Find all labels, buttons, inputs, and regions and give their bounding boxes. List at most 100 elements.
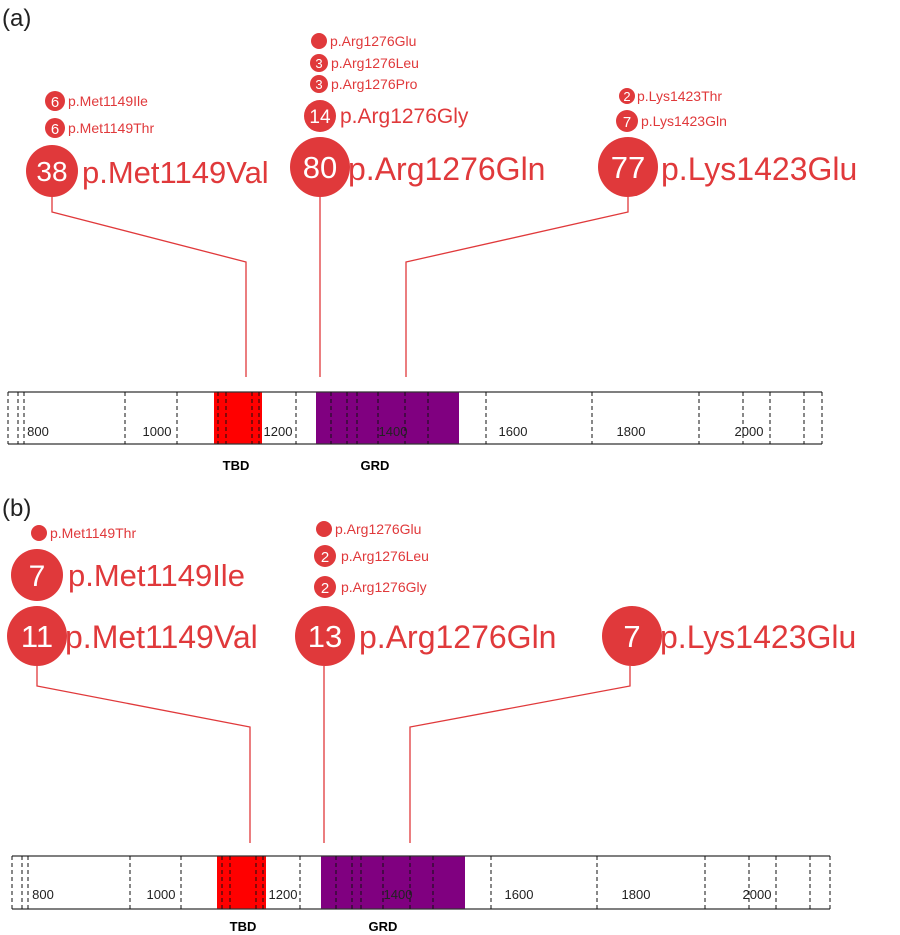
mutation-label: p.Met1149Ile: [68, 558, 245, 593]
axis-tick-labels: 800 1000 1200 1400 1600 1800 2000: [32, 887, 771, 902]
mutation-count: 7: [623, 619, 640, 654]
mutation-marker: 13 p.Arg1276Gln: [295, 606, 556, 666]
axis-tick-label: 1600: [505, 887, 534, 902]
mutation-count-circle: [45, 91, 65, 111]
mutation-marker: 7 p.Lys1423Gln: [616, 110, 727, 132]
tbd-domain-bar: [217, 856, 266, 909]
mutation-count-circle: [310, 75, 328, 93]
mutation-count: 11: [21, 619, 53, 654]
mutation-marker: 3 p.Arg1276Pro: [310, 75, 418, 93]
mutation-count: 7: [623, 114, 631, 131]
mutation-count-circle: [295, 606, 355, 666]
mutation-count: 2: [321, 580, 329, 597]
lollipop-stem: [405, 197, 629, 377]
mutation-count: 77: [611, 150, 645, 185]
axis-gridlines: [11, 856, 831, 909]
protein-axis: 800 1000 1200 1400 1600 1800 2000: [7, 391, 823, 445]
lollipop-stem: [51, 197, 247, 377]
grd-domain-bar: [316, 392, 459, 444]
mutation-count: 3: [315, 56, 322, 71]
mutation-label: p.Met1149Ile: [68, 93, 148, 109]
mutation-marker: 14 p.Arg1276Gly: [304, 100, 469, 132]
mutation-marker: 38 p.Met1149Val: [26, 145, 269, 197]
mutation-marker: 2 p.Lys1423Thr: [619, 88, 722, 104]
mutation-marker: 3 p.Arg1276Leu: [310, 54, 419, 72]
panel-a: (a) 6 p.Met1149Ile 6 p.Met1149Thr 38 p.M…: [2, 5, 857, 473]
mutation-label: p.Lys1423Gln: [641, 113, 727, 129]
mutation-label: p.Arg1276Gly: [341, 579, 427, 595]
mutation-marker: p.Arg1276Glu: [316, 521, 421, 537]
mutation-marker: 6 p.Met1149Thr: [45, 118, 154, 138]
mutation-label: p.Lys1423Glu: [661, 151, 857, 187]
mutation-count-circle: [314, 545, 336, 567]
mutation-count: 6: [51, 94, 59, 111]
mutation-marker: 2 p.Arg1276Leu: [314, 545, 429, 567]
mutation-label: p.Arg1276Gly: [340, 105, 469, 128]
mutation-label: p.Met1149Thr: [68, 120, 154, 136]
mutation-cluster-1423: 7 p.Lys1423Glu: [409, 606, 856, 843]
mutation-label: p.Arg1276Glu: [330, 33, 416, 49]
panel-label: (b): [2, 495, 31, 522]
mutation-count-circle: [26, 145, 78, 197]
mutation-count-circle: [619, 88, 635, 104]
axis-tick-label: 1200: [269, 887, 298, 902]
mutation-label: p.Arg1276Leu: [331, 55, 419, 71]
tbd-domain-label: TBD: [223, 458, 250, 473]
axis-gridlines: [7, 392, 823, 444]
mutation-count-circle: [45, 118, 65, 138]
mutation-marker: p.Met1149Thr: [31, 525, 136, 541]
mutation-label: p.Met1149Thr: [50, 525, 136, 541]
mutation-label: p.Lys1423Glu: [660, 619, 856, 655]
mutation-marker: 80 p.Arg1276Gln: [290, 137, 545, 197]
grd-domain-bar: [321, 856, 465, 909]
axis-tick-label: 1400: [384, 887, 413, 902]
mutation-label: p.Met1149Val: [65, 619, 258, 655]
grd-domain-label: GRD: [369, 919, 398, 934]
mutation-count: 2: [623, 89, 630, 104]
axis-tick-label: 1800: [622, 887, 651, 902]
mutation-label: p.Arg1276Glu: [335, 521, 421, 537]
mutation-count-circle: [311, 33, 327, 49]
axis-tick-label: 2000: [735, 424, 764, 439]
axis-tick-label: 1200: [264, 424, 293, 439]
mutation-label: p.Arg1276Leu: [341, 548, 429, 564]
mutation-count-circle: [616, 110, 638, 132]
mutation-cluster-1276: p.Arg1276Glu 3 p.Arg1276Leu 3 p.Arg1276P…: [290, 33, 545, 377]
mutation-marker: 77 p.Lys1423Glu: [598, 137, 857, 197]
axis-tick-label: 1000: [147, 887, 176, 902]
axis-tick-label: 1000: [143, 424, 172, 439]
protein-axis: 800 1000 1200 1400 1600 1800 2000: [11, 855, 831, 910]
mutation-label: p.Met1149Val: [82, 155, 269, 190]
mutation-count-circle: [7, 606, 67, 666]
panel-b: (b) p.Met1149Thr 7 p.Met1149Ile 11 p.Met…: [2, 495, 856, 934]
mutation-count-circle: [304, 100, 336, 132]
mutation-count: 14: [309, 107, 331, 128]
mutation-cluster-1149: 6 p.Met1149Ile 6 p.Met1149Thr 38 p.Met11…: [26, 91, 269, 377]
lollipop-stem: [36, 666, 251, 843]
mutation-count-circle: [602, 606, 662, 666]
mutation-count-circle: [31, 525, 47, 541]
axis-tick-label: 2000: [743, 887, 772, 902]
mutation-count-circle: [314, 576, 336, 598]
mutation-label: p.Arg1276Gln: [348, 151, 545, 187]
mutation-marker: 7 p.Lys1423Glu: [602, 606, 856, 666]
panel-label: (a): [2, 5, 31, 32]
axis-tick-label: 1400: [379, 424, 408, 439]
mutation-marker: 2 p.Arg1276Gly: [314, 576, 427, 598]
tbd-domain-label: TBD: [230, 919, 257, 934]
mutation-count-circle: [310, 54, 328, 72]
mutation-label: p.Lys1423Thr: [637, 88, 722, 104]
axis-tick-labels: 800 1000 1200 1400 1600 1800 2000: [27, 424, 763, 439]
mutation-count: 13: [308, 619, 342, 654]
axis-tick-label: 1800: [617, 424, 646, 439]
mutation-count: 6: [51, 121, 59, 138]
axis-tick-label: 800: [27, 424, 49, 439]
mutation-marker: 7 p.Met1149Ile: [11, 549, 245, 601]
grd-domain-label: GRD: [361, 458, 390, 473]
mutation-count-circle: [316, 521, 332, 537]
mutation-count-circle: [11, 549, 63, 601]
mutation-cluster-1149: p.Met1149Thr 7 p.Met1149Ile 11 p.Met1149…: [7, 525, 258, 843]
mutation-count-circle: [290, 137, 350, 197]
mutation-count-circle: [598, 137, 658, 197]
mutation-count: 7: [29, 560, 46, 593]
